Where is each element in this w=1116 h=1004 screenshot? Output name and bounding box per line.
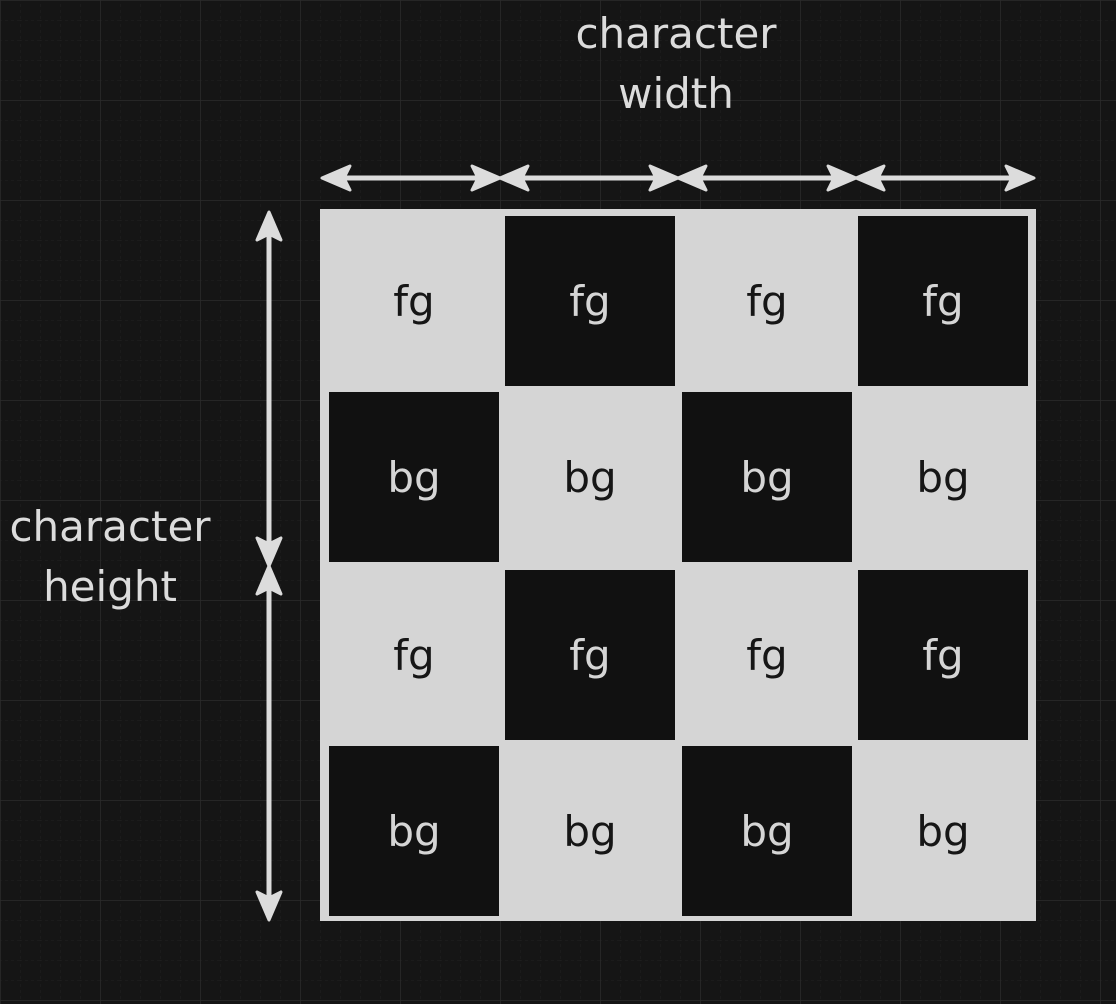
cell-fg-r1c2: fg [505,216,675,386]
cell-background [858,570,1028,740]
cell-label: fg [746,631,787,680]
cell-fg-r1c1: fg [329,216,499,386]
cell-bg-r2c1: bg [329,392,499,562]
cell-label: fg [746,277,787,326]
cell-bg-r2c2: bg [505,392,675,562]
cell-background [329,746,499,916]
cell-background [682,570,852,740]
cell-background [858,392,1028,562]
cell-background [505,216,675,386]
height-dimension-arrows [255,210,283,922]
cell-label: fg [922,631,963,680]
cell-label: fg [393,277,434,326]
cell-label: bg [563,807,616,856]
cell-fg-r3c1: fg [329,570,499,740]
cell-label: fg [569,631,610,680]
cell-background [329,570,499,740]
cell-label: bg [563,453,616,502]
cell-background [682,216,852,386]
cell-fg-r1c3: fg [682,216,852,386]
cell-bg-r2c3: bg [682,392,852,562]
cell-grid: fg fg fg fg bg bg bg bg fg fg fg fg bg bg bg bg [329,216,1028,916]
cell-label: fg [922,277,963,326]
cell-label: bg [916,453,969,502]
cell-label: fg [569,277,610,326]
arrowhead-right-icon [648,164,680,192]
cell-background [858,746,1028,916]
arrowhead-right-icon [470,164,502,192]
cell-background [505,392,675,562]
arrowhead-left-icon [498,164,530,192]
arrowhead-left-icon [320,164,352,192]
arrowhead-left-icon [854,164,886,192]
cell-background [858,216,1028,386]
width-label-line2: width [618,69,734,118]
cell-background [505,746,675,916]
cell-fg-r3c4: fg [858,570,1028,740]
arrowhead-right-icon [1004,164,1036,192]
arrowhead-left-icon [676,164,708,192]
cell-label: bg [740,453,793,502]
width-dimension-arrows [320,164,1036,192]
arrowhead-down-icon [255,536,283,568]
cell-bg-r4c4: bg [858,746,1028,916]
cell-label: bg [740,807,793,856]
arrowhead-up-icon [255,564,283,596]
cell-label: bg [387,807,440,856]
cell-background [329,216,499,386]
arrowhead-right-icon [826,164,858,192]
cell-fg-r3c2: fg [505,570,675,740]
cell-fg-r1c4: fg [858,216,1028,386]
width-label-line1: character [575,9,777,58]
cell-bg-r4c3: bg [682,746,852,916]
cell-bg-r4c1: bg [329,746,499,916]
cell-background [329,392,499,562]
cell-background [682,392,852,562]
cell-bg-r2c4: bg [858,392,1028,562]
cell-background [682,746,852,916]
cell-fg-r3c3: fg [682,570,852,740]
cell-label: bg [916,807,969,856]
cell-background [505,570,675,740]
arrowhead-up-icon [255,210,283,242]
height-label-line1: character [9,502,211,551]
cell-label: fg [393,631,434,680]
height-label-line2: height [43,562,177,611]
cell-bg-r4c2: bg [505,746,675,916]
cell-label: bg [387,453,440,502]
arrowhead-down-icon [255,890,283,922]
